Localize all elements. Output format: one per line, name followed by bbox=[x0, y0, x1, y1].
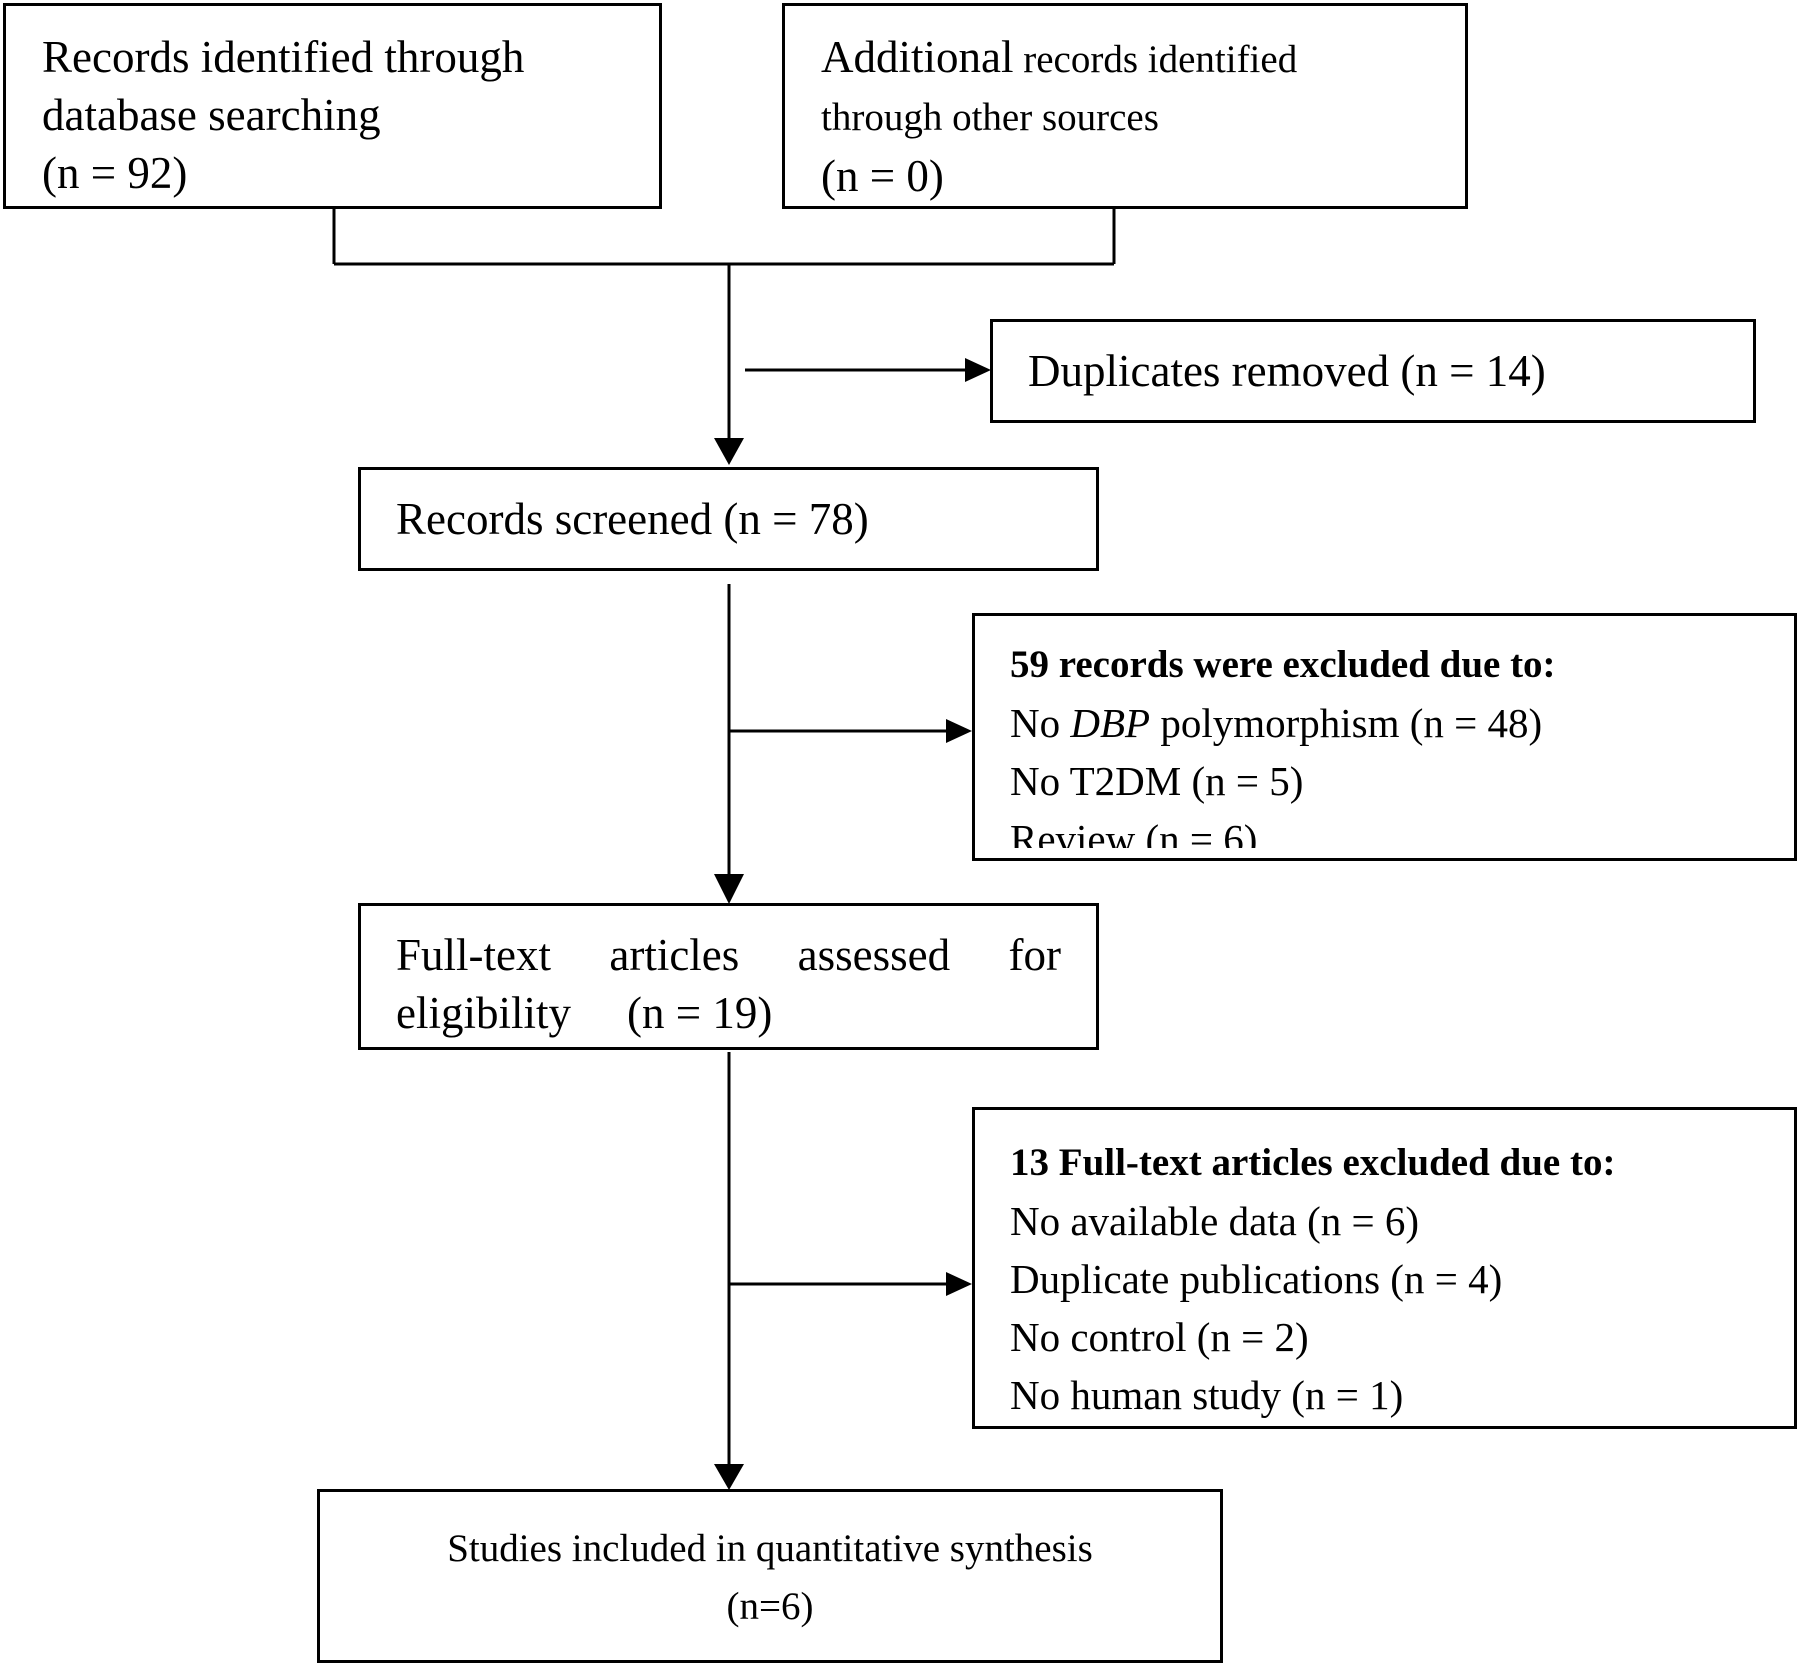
arrowhead-excluded-records bbox=[946, 719, 972, 743]
excluded-fulltext-box: 13 Full-text articles excluded due to: N… bbox=[972, 1107, 1797, 1429]
fulltext-assessed-count: (n = 19) bbox=[627, 988, 773, 1038]
records-screened-text: Records screened (n = 78) bbox=[396, 494, 869, 544]
database-records-box: Records identified through database sear… bbox=[3, 3, 662, 209]
studies-included-count: (n=6) bbox=[726, 1585, 814, 1628]
arrowhead-fulltext bbox=[714, 874, 744, 904]
excluded-fulltext-item: No human study (n = 1) bbox=[1010, 1372, 1404, 1418]
fulltext-assessed-box: Full-text articles assessed for eligibil… bbox=[358, 903, 1099, 1050]
excluded-fulltext-item: Duplicate publications (n = 4) bbox=[1010, 1256, 1503, 1302]
other-sources-count: (n = 0) bbox=[821, 151, 944, 201]
fulltext-assessed-line1: Full-text articles assessed for bbox=[396, 926, 1061, 984]
excluded-records-box: 59 records were excluded due to: No DBP … bbox=[972, 613, 1797, 861]
other-sources-line1-b: records identified bbox=[1013, 38, 1298, 81]
other-sources-line2: through other sources bbox=[821, 96, 1159, 139]
duplicates-removed-text: Duplicates removed (n = 14) bbox=[1028, 346, 1546, 396]
fulltext-word-4: for bbox=[1008, 930, 1061, 980]
database-records-line2: database searching bbox=[42, 90, 381, 140]
database-records-count: (n = 92) bbox=[42, 148, 188, 198]
fulltext-eligibility-word: eligibility bbox=[396, 988, 571, 1038]
excluded-fulltext-item: No control (n = 2) bbox=[1010, 1314, 1309, 1360]
excluded-records-item-dbp-suffix: polymorphism (n = 48) bbox=[1150, 700, 1543, 746]
records-screened-box: Records screened (n = 78) bbox=[358, 467, 1099, 571]
fulltext-word-1: Full-text bbox=[396, 930, 551, 980]
arrowhead-screened bbox=[714, 438, 744, 465]
studies-included-line1: Studies included in quantitative synthes… bbox=[447, 1527, 1093, 1570]
excluded-fulltext-heading: 13 Full-text articles excluded due to: bbox=[1010, 1141, 1616, 1184]
excluded-records-item-dbp-gene: DBP bbox=[1070, 700, 1151, 746]
duplicates-removed-box: Duplicates removed (n = 14) bbox=[990, 319, 1756, 423]
excluded-records-heading: 59 records were excluded due to: bbox=[1010, 643, 1556, 686]
other-sources-box: Additional records identified through ot… bbox=[782, 3, 1468, 209]
arrowhead-duplicates bbox=[965, 358, 991, 382]
excluded-records-item-review: Review (n = 6) bbox=[1010, 816, 1258, 848]
arrowhead-included bbox=[714, 1464, 744, 1490]
excluded-records-item-dbp: No DBP polymorphism (n = 48) bbox=[1010, 694, 1794, 752]
excluded-records-item-t2dm: No T2DM (n = 5) bbox=[1010, 758, 1304, 804]
other-sources-line1-a: Additional bbox=[821, 32, 1014, 82]
excluded-records-item-dbp-prefix: No bbox=[1010, 700, 1071, 746]
arrowhead-excluded-fulltext bbox=[946, 1272, 972, 1296]
fulltext-assessed-line2: eligibility (n = 19) bbox=[396, 984, 1061, 1042]
fulltext-word-3: assessed bbox=[797, 930, 951, 980]
fulltext-word-2: articles bbox=[609, 930, 740, 980]
excluded-fulltext-item: No available data (n = 6) bbox=[1010, 1198, 1420, 1244]
database-records-line1: Records identified through bbox=[42, 32, 525, 82]
studies-included-box: Studies included in quantitative synthes… bbox=[317, 1489, 1223, 1663]
